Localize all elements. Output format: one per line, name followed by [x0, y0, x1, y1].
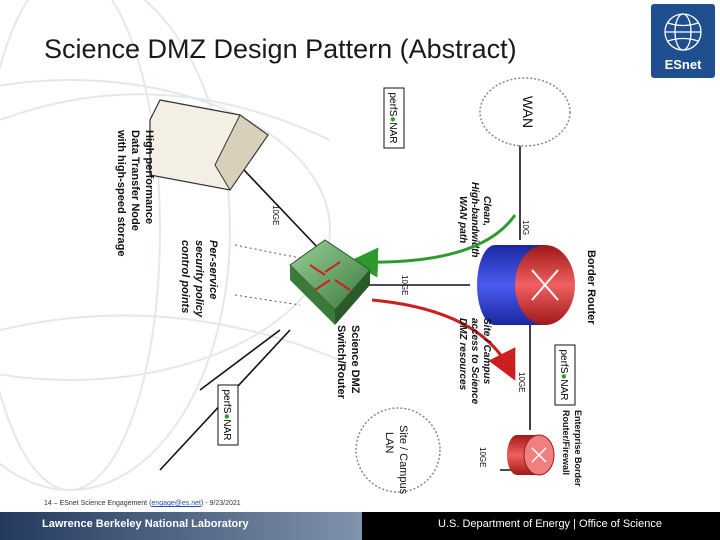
switch-perfsonar-link	[199, 329, 281, 391]
lan-link-speed: 10GE	[478, 447, 487, 467]
svg-text:perfS●NAR: perfS●NAR	[558, 349, 569, 400]
firewall-link-speed: 10GE	[517, 372, 526, 392]
svg-text:Site / Campus: Site / Campus	[397, 425, 409, 495]
security-dotted-lines	[234, 244, 301, 306]
data-transfer-node	[149, 99, 269, 191]
esnet-logo: ESnet	[651, 4, 715, 78]
svg-text:security policy: security policy	[193, 240, 205, 318]
campus-access-arrow	[371, 298, 516, 381]
footer-office-name: U.S. Department of Energy | Office of Sc…	[438, 518, 662, 530]
svg-text:perfS●NAR: perfS●NAR	[221, 389, 232, 440]
clean-path-label: Clean, High-bandwidth WAN path	[457, 182, 492, 258]
wan-cloud	[479, 77, 571, 147]
footer-bar: Lawrence Berkeley National Laboratory U.…	[0, 512, 720, 540]
svg-text:Data Transfer Node: Data Transfer Node	[129, 130, 141, 231]
dtn-label: High performance Data Transfer Node with…	[115, 129, 155, 257]
border-router-label: Border Router	[585, 250, 597, 325]
perfsonar-right: perfS●NAR	[554, 344, 576, 406]
footnote-suffix: ) - 9/23/2021	[200, 500, 241, 507]
svg-text:perfS●NAR: perfS●NAR	[387, 92, 398, 143]
footnote-email-link[interactable]: engage@es.net	[151, 500, 201, 507]
switch-label: Science DMZ Switch/Router	[335, 325, 361, 400]
svg-text:Enterprise Border: Enterprise Border	[573, 410, 583, 487]
footnote: 14 – ESnet Science Engagement (engage@es…	[44, 500, 241, 507]
svg-text:Router/Firewall: Router/Firewall	[561, 410, 571, 475]
footer-lab-name: Lawrence Berkeley National Laboratory	[42, 518, 249, 530]
svg-text:access to Science: access to Science	[469, 318, 480, 405]
footnote-prefix: 14 – ESnet Science Engagement (	[44, 500, 152, 507]
enterprise-label: Enterprise Border Router/Firewall	[561, 410, 583, 487]
globe-icon	[664, 13, 702, 51]
site-lan-label: Site / Campus LAN	[383, 425, 409, 495]
svg-text:High performance: High performance	[143, 130, 155, 224]
svg-text:DMZ resources: DMZ resources	[457, 318, 468, 391]
enterprise-firewall	[507, 434, 555, 476]
esnet-logo-text: ESnet	[664, 57, 702, 72]
svg-text:LAN: LAN	[383, 432, 395, 453]
border-router	[477, 245, 575, 325]
svg-text:Clean,: Clean,	[481, 196, 492, 226]
science-dmz-switch	[289, 239, 371, 325]
footer-left: Lawrence Berkeley National Laboratory	[0, 512, 362, 540]
svg-text:Science DMZ: Science DMZ	[349, 325, 361, 394]
svg-text:Site / Campus: Site / Campus	[481, 318, 492, 385]
svg-text:Switch/Router: Switch/Router	[335, 325, 347, 400]
svg-text:WAN path: WAN path	[457, 196, 468, 243]
switch-link-speed: 10GE	[400, 275, 409, 295]
perfsonar-top: perfS●NAR	[383, 87, 405, 149]
perfsonar-left: perfS●NAR	[217, 384, 239, 446]
svg-text:control points: control points	[179, 240, 191, 313]
campus-access-label: Site / Campus access to Science DMZ reso…	[457, 318, 492, 405]
security-label: Per-service security policy control poin…	[179, 240, 219, 318]
site-lan-cloud	[355, 407, 441, 493]
wan-link-speed: 10G	[521, 220, 530, 235]
science-dmz-diagram: WAN perfS●NAR High performance Data Tran…	[115, 77, 597, 495]
footer-right: U.S. Department of Energy | Office of Sc…	[362, 512, 720, 540]
slide-title: Science DMZ Design Pattern (Abstract)	[44, 34, 517, 64]
dtn-link-speed: 10GE	[271, 205, 280, 225]
svg-text:with high-speed storage: with high-speed storage	[115, 129, 127, 257]
svg-text:High-bandwidth: High-bandwidth	[469, 182, 480, 258]
wan-label: WAN	[520, 96, 536, 128]
clean-path-arrow	[348, 214, 517, 278]
svg-text:Per-service: Per-service	[207, 240, 219, 299]
